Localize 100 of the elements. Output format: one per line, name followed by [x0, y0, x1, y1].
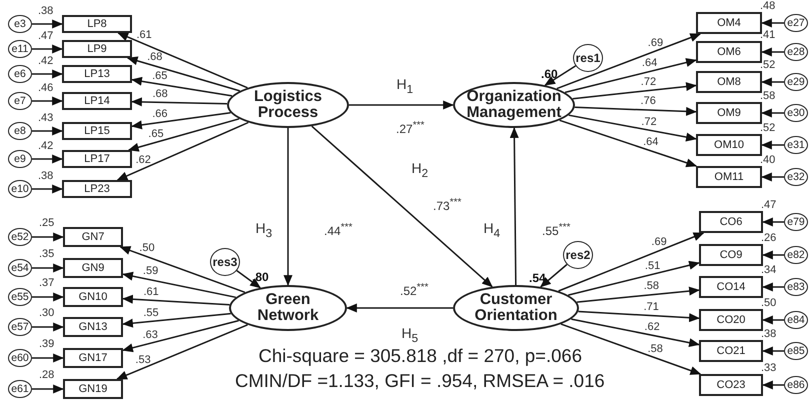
residual-circle — [563, 241, 593, 269]
arrow — [564, 58, 697, 94]
path-coefficient: .73$^{***}$ — [433, 198, 462, 212]
r-squared-value: .35 — [39, 249, 54, 260]
arrow — [568, 114, 697, 142]
error-term-name: e27 — [787, 17, 805, 29]
indicator-name: CO21 — [716, 345, 746, 357]
indicator-box — [696, 41, 762, 63]
r-squared-value: .60 — [541, 68, 558, 80]
residual-name: res1 — [576, 51, 600, 65]
error-circle — [8, 259, 32, 277]
indicator-box — [699, 211, 763, 233]
r-squared-value: .38 — [38, 171, 54, 182]
arrow — [32, 384, 64, 394]
factor-loading: .50 — [139, 243, 155, 254]
indicator-box — [62, 65, 132, 83]
arrow — [131, 76, 232, 97]
arrow — [761, 108, 784, 118]
construct-name: Organization Management — [466, 88, 562, 122]
arrow — [116, 122, 249, 181]
factor-loading: .72 — [641, 116, 657, 128]
error-circle — [8, 318, 32, 336]
residual-circle — [573, 44, 603, 72]
indicator-box — [62, 15, 132, 33]
error-term-name: e60 — [11, 352, 29, 364]
error-circle — [8, 40, 32, 58]
indicator-box — [696, 71, 762, 93]
error-circle — [784, 43, 808, 61]
arrow — [559, 120, 698, 168]
error-term-name: e28 — [787, 46, 805, 58]
error-circle — [784, 246, 808, 264]
arrow — [32, 44, 63, 54]
path-coefficient: .52$^{***}$ — [400, 283, 428, 297]
path-coefficient: .44$^{***}$ — [324, 223, 352, 237]
hypothesis-label: H$_{3}$ — [256, 221, 272, 240]
arrow — [558, 232, 704, 292]
indicator-box — [62, 40, 132, 58]
arrow — [762, 250, 784, 260]
indicator-name: OM6 — [717, 46, 741, 58]
arrow — [556, 33, 702, 90]
indicator-box — [62, 180, 132, 198]
arrow — [126, 56, 240, 92]
arrow — [32, 232, 64, 242]
arrow — [761, 172, 784, 182]
hypothesis-label: H$_{2}$ — [412, 161, 428, 180]
error-circle — [784, 73, 808, 91]
arrow — [762, 346, 784, 356]
factor-loading: .53 — [135, 354, 151, 366]
indicator-box — [63, 227, 123, 247]
r-squared-value: .39 — [39, 339, 54, 350]
r-squared-value: .47 — [38, 31, 54, 42]
arrow — [32, 20, 63, 28]
error-term-name: e11 — [12, 43, 28, 55]
indicator-name: LP8 — [87, 18, 107, 30]
indicator-name: LP14 — [84, 95, 110, 107]
error-term-name: e52 — [11, 231, 29, 243]
arrow — [762, 218, 784, 226]
indicator-name: LP17 — [84, 153, 110, 165]
factor-loading: .72 — [640, 77, 656, 88]
arrow — [544, 65, 576, 86]
r-squared-value: .52 — [760, 123, 776, 134]
arrow — [311, 126, 493, 288]
arrow — [32, 354, 64, 362]
arrow — [578, 310, 700, 322]
arrow — [762, 380, 784, 390]
error-circle — [8, 15, 32, 33]
error-term-name: e7 — [14, 95, 26, 107]
arrow — [131, 97, 228, 106]
error-term-name: e83 — [787, 281, 805, 293]
latent-variable-ellipse — [227, 82, 349, 128]
arrow — [761, 18, 784, 28]
indicator-name: LP15 — [84, 125, 110, 137]
indicator-box — [696, 166, 762, 188]
error-circle — [784, 213, 808, 231]
hypothesis-label: H$_{1}$ — [396, 77, 414, 96]
error-circle — [784, 278, 808, 296]
r-squared-value: .42 — [38, 141, 54, 152]
error-term-name: e84 — [787, 314, 805, 326]
arrow — [117, 32, 248, 88]
factor-loading: .55 — [143, 308, 159, 319]
error-term-name: e79 — [787, 216, 805, 228]
r-squared-value: .50 — [761, 298, 776, 309]
indicator-name: GN7 — [82, 231, 104, 243]
r-squared-value: .41 — [760, 30, 776, 41]
arrow — [540, 264, 568, 288]
arrow — [32, 322, 64, 332]
indicator-box — [63, 379, 123, 399]
indicator-box — [699, 276, 763, 298]
factor-loading: .64 — [642, 58, 658, 70]
residual-name: res2 — [566, 248, 590, 262]
factor-loading: .62 — [136, 155, 151, 166]
r-squared-value: .37 — [39, 278, 54, 289]
arrow — [122, 294, 230, 306]
construct-name: Customer Orientation — [474, 292, 558, 324]
indicator-box — [699, 374, 763, 396]
error-circle — [8, 180, 32, 198]
r-squared-value: .52 — [760, 60, 776, 71]
arrow — [568, 260, 700, 296]
error-circle — [8, 288, 32, 306]
indicator-box — [63, 348, 123, 368]
